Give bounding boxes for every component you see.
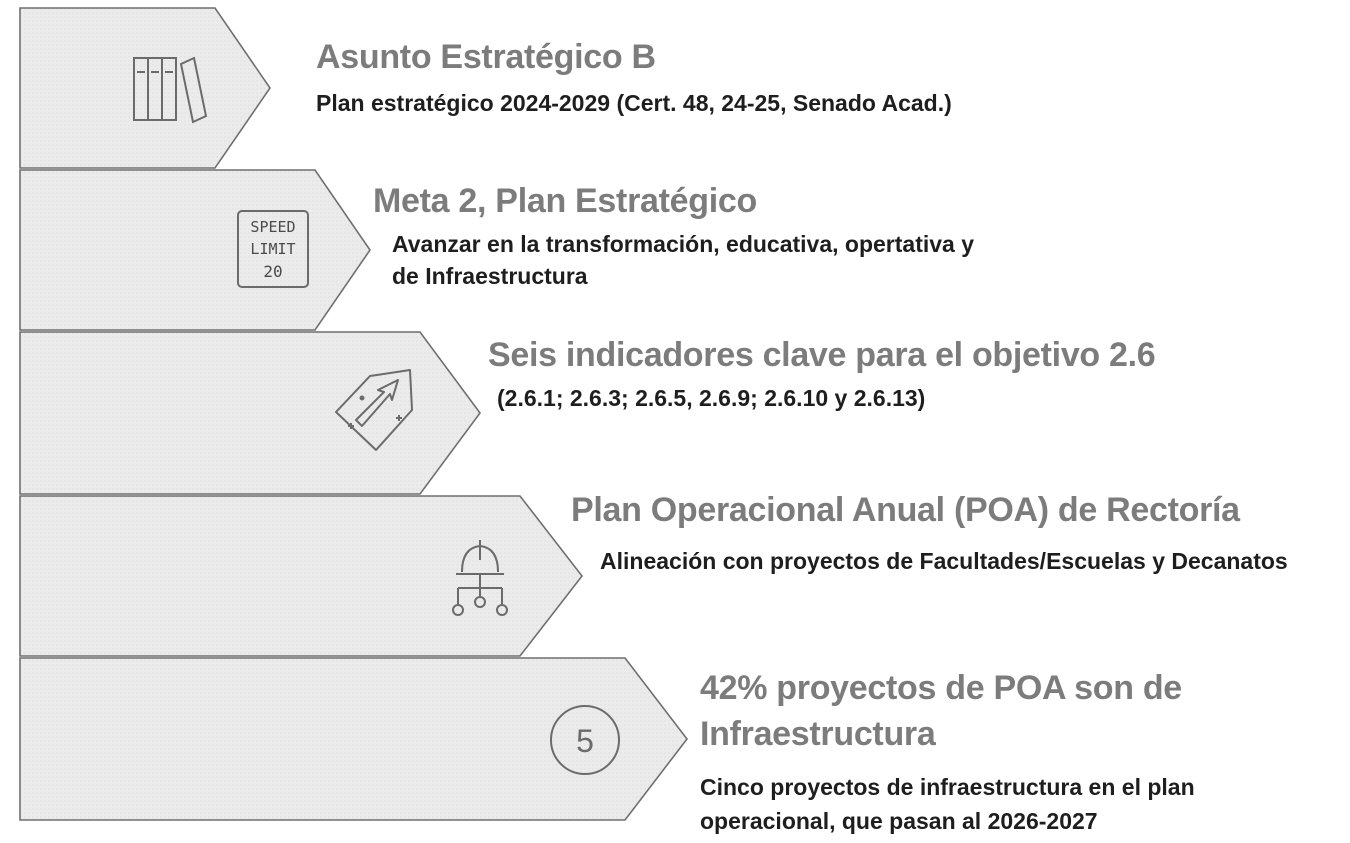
hardhat-network-icon bbox=[452, 540, 508, 616]
step-5-subtitle: Cinco proyectos de infraestructura en el… bbox=[700, 774, 1195, 834]
step-2-title: Meta 2, Plan Estratégico bbox=[373, 182, 757, 220]
step-4-arrow-shape bbox=[19, 495, 584, 657]
books-icon bbox=[133, 56, 208, 124]
step-5-arrow-shape bbox=[19, 657, 689, 821]
step-2-arrow-shape bbox=[19, 169, 371, 331]
step-3-subtitle: (2.6.1; 2.6.3; 2.6.5, 2.6.9; 2.6.10 y 2.… bbox=[497, 385, 926, 411]
speed-sign-line-1: SPEED bbox=[250, 218, 295, 236]
step-1-arrow-shape bbox=[19, 7, 271, 169]
step-4-subtitle: Alineación con proyectos de Facultades/E… bbox=[600, 548, 1288, 574]
number-circle-text: 5 bbox=[576, 723, 594, 759]
step-1-subtitle: Plan estratégico 2024-2029 (Cert. 48, 24… bbox=[316, 90, 952, 116]
speed-sign-line-2: LIMIT bbox=[250, 240, 295, 258]
speed-limit-sign-icon: SPEED LIMIT 20 bbox=[237, 210, 309, 288]
step-4-title: Plan Operacional Anual (POA) de Rectoría bbox=[571, 491, 1240, 529]
step-5-title: 42% proyectos de POA son de Infraestruct… bbox=[700, 669, 1182, 753]
speed-sign-line-3: 20 bbox=[263, 262, 282, 281]
step-3-arrow-shape bbox=[19, 331, 481, 495]
step-1-title: Asunto Estratégico B bbox=[316, 38, 656, 76]
step-2-subtitle: Avanzar en la transformación, educativa,… bbox=[392, 231, 975, 289]
number-circle-icon: 5 bbox=[550, 705, 620, 775]
growth-arrow-icon bbox=[335, 369, 413, 451]
step-3-title: Seis indicadores clave para el objetivo … bbox=[488, 336, 1156, 374]
